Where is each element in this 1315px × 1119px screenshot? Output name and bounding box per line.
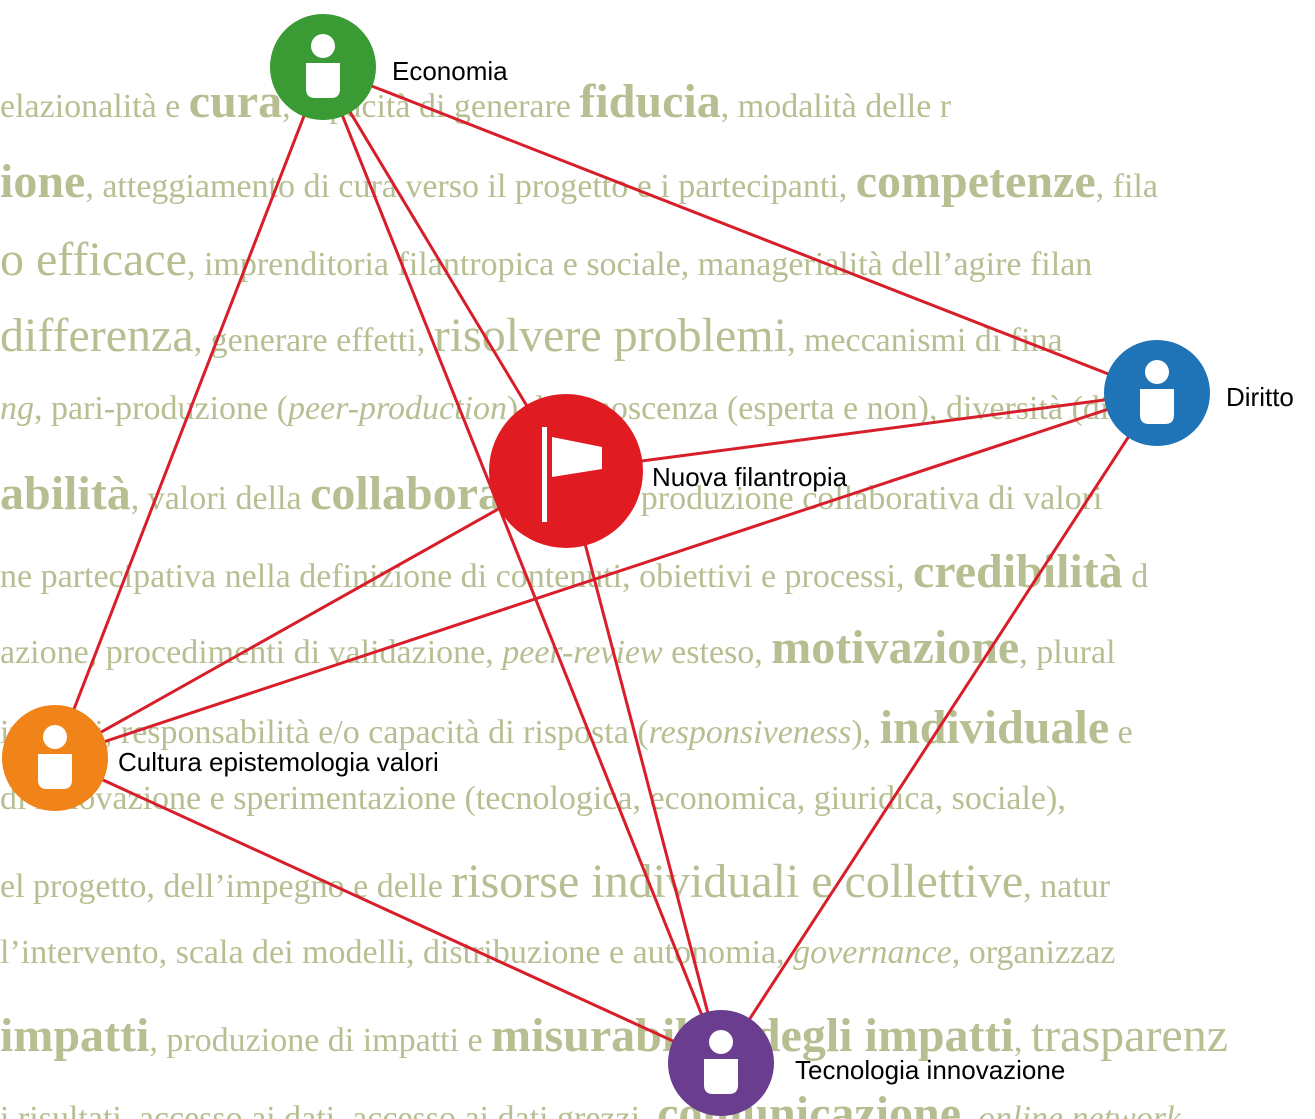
edge-cultura-nuova: [54, 469, 567, 760]
node-tecnologia: Tecnologia innovazione: [668, 1010, 1065, 1116]
node-diritto: Diritto: [1104, 340, 1294, 446]
edge-economia-cultura: [53, 66, 325, 759]
background-phrase: ,: [961, 1100, 979, 1119]
edges: [53, 65, 1159, 1065]
background-phrase: competenze: [855, 155, 1096, 208]
background-phrase: i risultati, accesso ai dati, accesso ai…: [0, 1100, 658, 1119]
background-phrase: e: [1109, 714, 1133, 751]
background-phrase: impatti: [0, 1009, 150, 1062]
edge-cultura-tecnologia: [54, 756, 722, 1065]
background-phrase: ividuali, responsabilità e/o capacità di…: [0, 714, 649, 751]
person-icon: [306, 34, 340, 98]
background-phrase: ,: [1013, 1022, 1031, 1059]
person-icon: [1140, 360, 1174, 424]
background-phrase: ione: [0, 155, 86, 208]
background-phrase: peer-production: [287, 390, 507, 427]
background-phrase: esteso,: [662, 634, 772, 671]
background-phrase: e produzione collaborativa di valori: [608, 480, 1103, 517]
background-phrase: motivazione: [771, 621, 1020, 674]
background-phrase: ne partecipativa nella definizione di co…: [0, 558, 913, 595]
edge-economia-nuova: [321, 66, 568, 472]
background-line: o efficace, imprenditoria filantropica e…: [0, 236, 1315, 284]
background-line: differenza, generare effetti, risolvere …: [0, 312, 1315, 360]
person-icon: [704, 1030, 738, 1094]
node-label-tecnologia: Tecnologia innovazione: [795, 1055, 1065, 1085]
background-phrase: fiducia: [579, 75, 721, 128]
background-line: ione, atteggiamento di cura verso il pro…: [0, 158, 1315, 206]
background-phrase: credibilità: [912, 545, 1123, 598]
edge-diritto-nuova: [565, 391, 1158, 473]
background-phrase: , natur: [1023, 868, 1111, 905]
background-line: elazionalità e cura, capacità di generar…: [0, 78, 1315, 126]
background-phrase: , organizzaz: [951, 934, 1116, 971]
background-line: el progetto, dell’impegno e delle risors…: [0, 858, 1315, 906]
background-phrase: d: [1122, 558, 1149, 595]
background-phrase: , generare effetti,: [193, 322, 434, 359]
node-economia: Economia: [270, 14, 508, 120]
node-cultura: Cultura epistemologia valori: [2, 705, 439, 811]
node-label-diritto: Diritto: [1226, 382, 1294, 412]
node-label-cultura: Cultura epistemologia valori: [118, 747, 439, 777]
background-phrase: o efficace: [0, 233, 187, 286]
background-phrase: , fila: [1095, 168, 1158, 205]
background-phrase: , modalità delle r: [720, 88, 952, 125]
background-phrase: risorse individuali e collettive: [451, 855, 1024, 908]
background-line: di innovazione e sperimentazione (tecnol…: [0, 782, 1315, 816]
node-nuova: Nuova filantropia: [489, 394, 848, 548]
background-phrase: , imprenditoria filantropica e sociale, …: [186, 246, 1093, 283]
background-phrase: , pari-produzione (: [34, 390, 288, 427]
background-line: i risultati, accesso ai dati, accesso ai…: [0, 1090, 1315, 1119]
background-phrase: , atteggiamento di cura verso il progett…: [85, 168, 856, 205]
background-phrase: responsiveness: [648, 714, 852, 751]
background-phrase: elazionalità e: [0, 88, 189, 125]
background-phrase: differenza: [0, 309, 194, 362]
edge-nuova-tecnologia: [564, 470, 723, 1064]
node-label-nuova: Nuova filantropia: [652, 462, 848, 492]
background-line: ng, pari-produzione (peer-production) di…: [0, 392, 1315, 426]
background-phrase: abilità: [0, 467, 131, 520]
flag-icon: [542, 427, 602, 522]
background-phrase: trasparenz: [1030, 1009, 1229, 1062]
background-phrase: , produzione di impatti e: [149, 1022, 492, 1059]
background-phrase: di innovazione e sperimentazione (tecnol…: [0, 780, 1066, 817]
background-line: ne partecipativa nella definizione di co…: [0, 548, 1315, 596]
background-line: l’intervento, scala dei modelli, distrib…: [0, 936, 1315, 970]
background-phrase: ),: [851, 714, 880, 751]
background-phrase: , meccanismi di fina: [786, 322, 1063, 359]
node-label-economia: Economia: [392, 56, 508, 86]
background-phrase: , plural: [1019, 634, 1116, 671]
edge-diritto-tecnologia: [719, 392, 1159, 1064]
background-phrase: online network: [978, 1100, 1182, 1119]
person-icon: [38, 725, 72, 789]
background-phrase: ng: [0, 390, 34, 427]
edge-economia-tecnologia: [321, 66, 723, 1064]
edge-economia-diritto: [322, 65, 1158, 395]
background-phrase: individuale: [879, 701, 1110, 754]
edge-diritto-cultura: [54, 391, 1158, 760]
background-phrase: cura: [188, 75, 283, 128]
background-line: ividuali, responsabilità e/o capacità di…: [0, 704, 1315, 752]
background-phrase: l’intervento, scala dei modelli, distrib…: [0, 934, 794, 971]
background-line: azione, procedimenti di validazione, pee…: [0, 624, 1315, 672]
background-phrase: el progetto, dell’impegno e delle: [0, 868, 452, 905]
background-phrase: governance: [793, 934, 952, 971]
background-phrase: peer-review: [502, 634, 663, 671]
